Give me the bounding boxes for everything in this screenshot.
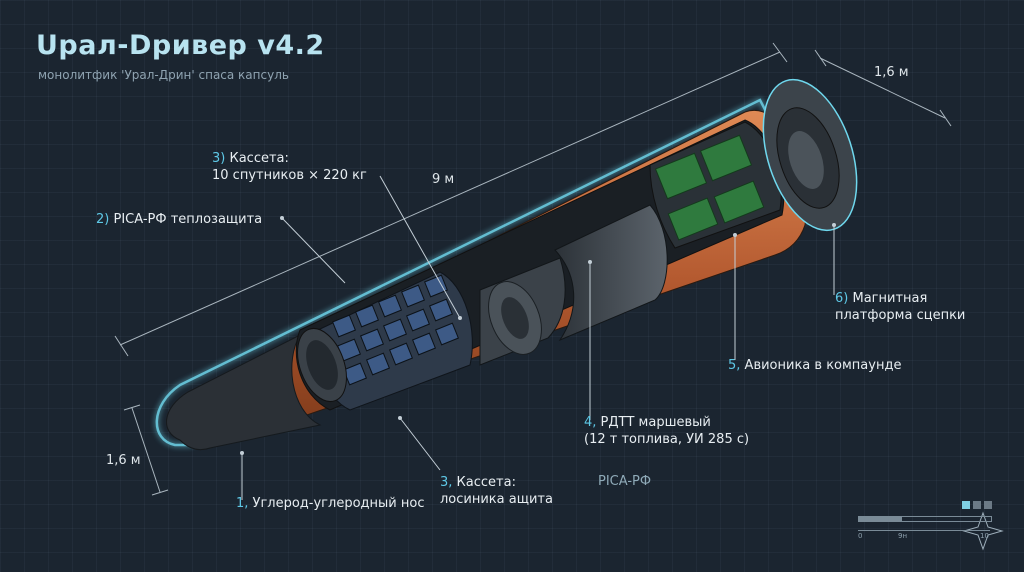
solid-rocket-motor (479, 204, 668, 366)
leader-line-3b (399, 417, 441, 471)
square-2[interactable] (973, 501, 981, 509)
callout-carbon-nose: 1, Углерод-углеродный нос (236, 496, 425, 511)
scale-mid: 9н (898, 532, 908, 540)
left-diameter-label: 1,6 м (106, 453, 141, 468)
scale-zero: 0 (858, 532, 863, 540)
view-mode-squares[interactable] (962, 494, 995, 513)
page-title: Uрал-Dривер v4.2 (36, 30, 325, 61)
scale-bar: 0 9н 10 (858, 513, 1004, 553)
square-1[interactable] (962, 501, 970, 509)
length-dimension-line (114, 42, 788, 357)
callout-rocket-motor: 4, РДТТ маршевый (12 т топлива, УИ 285 с… (584, 415, 750, 447)
compass-star-icon (962, 511, 1004, 551)
satellite-cassette (297, 271, 473, 411)
top-diameter-dimension-line (814, 49, 952, 127)
leader-line-2 (281, 217, 346, 284)
scale-end: 10 (980, 532, 989, 540)
avionics-bay (649, 121, 782, 249)
length-dimension-label: 9 м (432, 172, 455, 187)
top-diameter-label: 1,6 м (874, 65, 909, 80)
callout-avionics: 5, Авионика в компаунде (728, 358, 902, 373)
callout-docking-platform: 6) Магнитная платформа сцепки (835, 291, 966, 323)
callout-pica-heatshield: 2) PICA-РФ теплозащита (96, 212, 263, 227)
carbon-nose (166, 333, 322, 451)
magnetic-docking-platform (762, 78, 858, 232)
pica-label: PICA-РФ (598, 474, 652, 489)
callout-cassette-protection: 3, Кассета: лосиника ащита (440, 475, 553, 507)
left-diameter-dimension-line (123, 404, 169, 496)
page-subtitle: монолитфик 'Урал-Дрин' спаса капсуль (38, 68, 289, 82)
callout-satellite-cassette: 3) Кассета: 10 спутников × 220 кг (212, 151, 367, 183)
square-3[interactable] (984, 501, 992, 509)
leader-line-3a (379, 175, 461, 319)
